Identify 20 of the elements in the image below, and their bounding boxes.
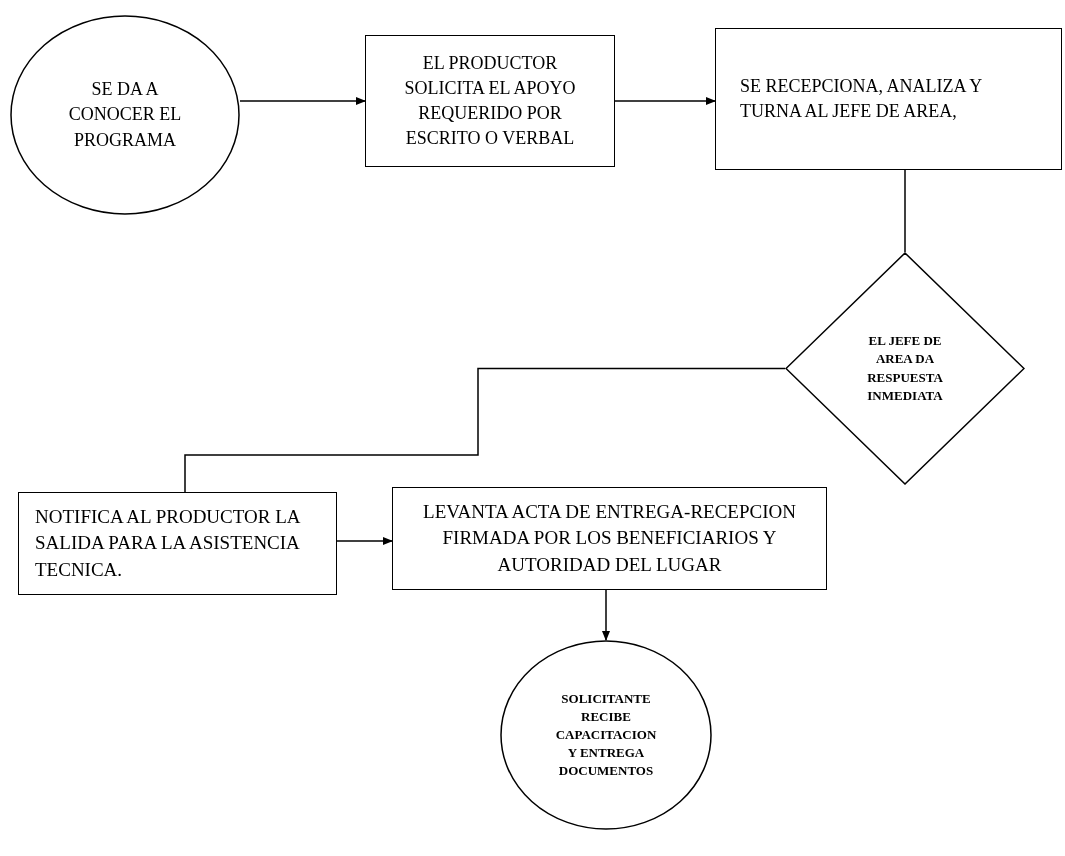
process-box	[715, 28, 1062, 170]
connector-line	[184, 367, 786, 493]
node-text: NOTIFICA AL PRODUCTOR LA SALIDA PARA LA ASISTENCIA TECNICA.	[35, 504, 301, 582]
arrow	[602, 589, 610, 641]
node-text: SE RECEPCIONA, ANALIZA Y TURNA AL JEFE DE AREA,	[740, 74, 983, 123]
connector-line	[904, 169, 906, 253]
arrow	[239, 97, 366, 105]
start-circle	[10, 15, 240, 215]
end-circle	[500, 640, 712, 830]
node-text: SOLICITANTE RECIBE CAPACITACION Y ENTREGA DOCUMENTOS	[555, 689, 657, 781]
process-box	[392, 487, 827, 590]
decision-diamond	[785, 252, 1025, 485]
arrow	[614, 97, 716, 105]
arrow	[336, 537, 393, 545]
node-text: EL PRODUCTOR SOLICITA EL APOYO REQUERIDO POR ESCRITO O VERBAL	[403, 51, 577, 151]
node-text: EL JEFE DE AREA DA RESPUESTA INMEDIATA	[866, 332, 944, 405]
process-box	[365, 35, 615, 167]
node-text: LEVANTA ACTA DE ENTREGA-RECEPCION FIRMADA POR LOS BENEFICIARIOS Y AUTORIDAD DEL LUGAR	[422, 499, 797, 577]
node-text: SE DA A CONOCER EL PROGRAMA	[67, 78, 183, 152]
process-box	[18, 492, 337, 595]
